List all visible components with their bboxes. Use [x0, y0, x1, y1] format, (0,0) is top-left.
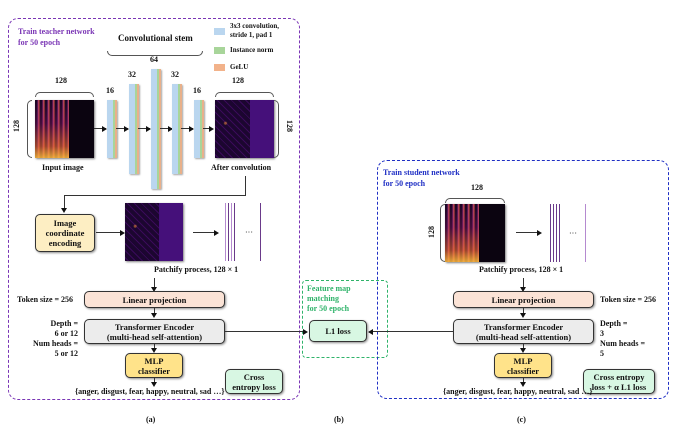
student-loss: Cross entropy loss + α L1 loss — [583, 369, 655, 394]
student-height-brace — [440, 204, 445, 262]
conv-output-map — [215, 100, 274, 158]
student-width-label: 128 — [471, 183, 483, 192]
student-patchify-label: Patchify process, 128 × 1 — [479, 265, 564, 274]
panel-label-a: (a) — [146, 415, 156, 424]
arrow-icon — [151, 313, 157, 318]
student-patch-strips: ··· — [550, 204, 590, 262]
arrow-icon — [368, 329, 373, 335]
student-width-brace — [445, 198, 505, 203]
output-width-brace — [215, 92, 274, 97]
l1-loss: L1 loss — [309, 320, 367, 342]
legend-swatch-conv — [214, 28, 225, 35]
legend-swatch-gelu — [214, 64, 225, 71]
arrow-icon — [537, 230, 542, 236]
legend-swatch-norm — [214, 47, 225, 54]
panel-label-b: (b) — [334, 415, 344, 424]
arrow-icon — [151, 287, 157, 292]
arrow-icon — [520, 382, 526, 387]
patch-strips: ··· — [225, 203, 265, 261]
encoded-feature-map — [125, 203, 183, 261]
teacher-token-size: Token size = 256 — [17, 295, 74, 304]
teacher-panel — [8, 18, 300, 400]
student-token-size: Token size = 256 — [600, 295, 657, 304]
input-height-brace — [27, 100, 32, 158]
input-width-label: 128 — [55, 76, 67, 85]
input-height-label: 128 — [12, 120, 21, 132]
student-mlp-classifier: MLP classifier — [494, 353, 552, 378]
output-width-label: 128 — [232, 76, 244, 85]
student-panel — [377, 160, 669, 399]
input-width-brace — [35, 92, 94, 97]
image-coordinate-encoding: Image coordinate encoding — [35, 214, 95, 252]
ellipsis: ··· — [569, 229, 577, 238]
arrow-icon — [61, 208, 67, 213]
student-height-label: 128 — [427, 226, 436, 238]
arrow-icon — [146, 126, 151, 132]
input-spectrogram — [35, 100, 94, 158]
input-caption: Input image — [42, 163, 84, 172]
arrow-icon — [303, 329, 308, 335]
teacher-title: Train teacher network for 50 epoch — [18, 27, 95, 47]
student-title: Train student network for 50 epoch — [383, 168, 460, 188]
matching-panel — [302, 280, 388, 358]
arrow-icon — [151, 348, 157, 353]
arrow-icon — [120, 230, 125, 236]
ellipsis: ··· — [245, 228, 253, 237]
student-linear-projection: Linear projection — [453, 291, 594, 308]
teacher-linear-projection: Linear projection — [84, 291, 225, 308]
arrow-icon — [151, 382, 157, 387]
output-height-label: 128 — [285, 120, 294, 132]
stem-title: Convolutional stem — [118, 33, 193, 43]
output-caption: After convolution — [211, 163, 272, 172]
arrow-icon — [209, 126, 214, 132]
arrow-icon — [124, 126, 129, 132]
student-classes: {anger, disgust, fear, happy, neutral, s… — [443, 387, 593, 396]
arrow-icon — [168, 126, 173, 132]
panel-label-c: (c) — [517, 415, 526, 424]
teacher-mlp-classifier: MLP classifier — [125, 353, 183, 378]
arrow-icon — [102, 126, 107, 132]
arrow-icon — [520, 313, 526, 318]
output-height-brace — [274, 100, 279, 158]
teacher-cross-entropy-loss: Cross entropy loss — [225, 369, 283, 394]
teacher-patchify-label: Patchify process, 128 × 1 — [154, 265, 239, 274]
teacher-transformer-encoder: Transformer Encoder (multi-head self-att… — [84, 319, 225, 344]
arrow-icon — [214, 230, 219, 236]
teacher-classes: {anger, disgust, fear, happy, neutral, s… — [75, 387, 225, 396]
student-depth: Depth = 3 Num heads = 5 — [600, 319, 646, 358]
teacher-depth: Depth = 6 or 12 Num heads = 5 or 12 — [32, 319, 78, 358]
student-input-spectrogram — [445, 204, 505, 262]
student-transformer-encoder: Transformer Encoder (multi-head self-att… — [453, 319, 594, 344]
arrow-icon — [189, 126, 194, 132]
arrow-icon — [520, 348, 526, 353]
matching-title: Feature map matching for 50 epoch — [307, 284, 351, 313]
arrow-icon — [520, 287, 526, 292]
